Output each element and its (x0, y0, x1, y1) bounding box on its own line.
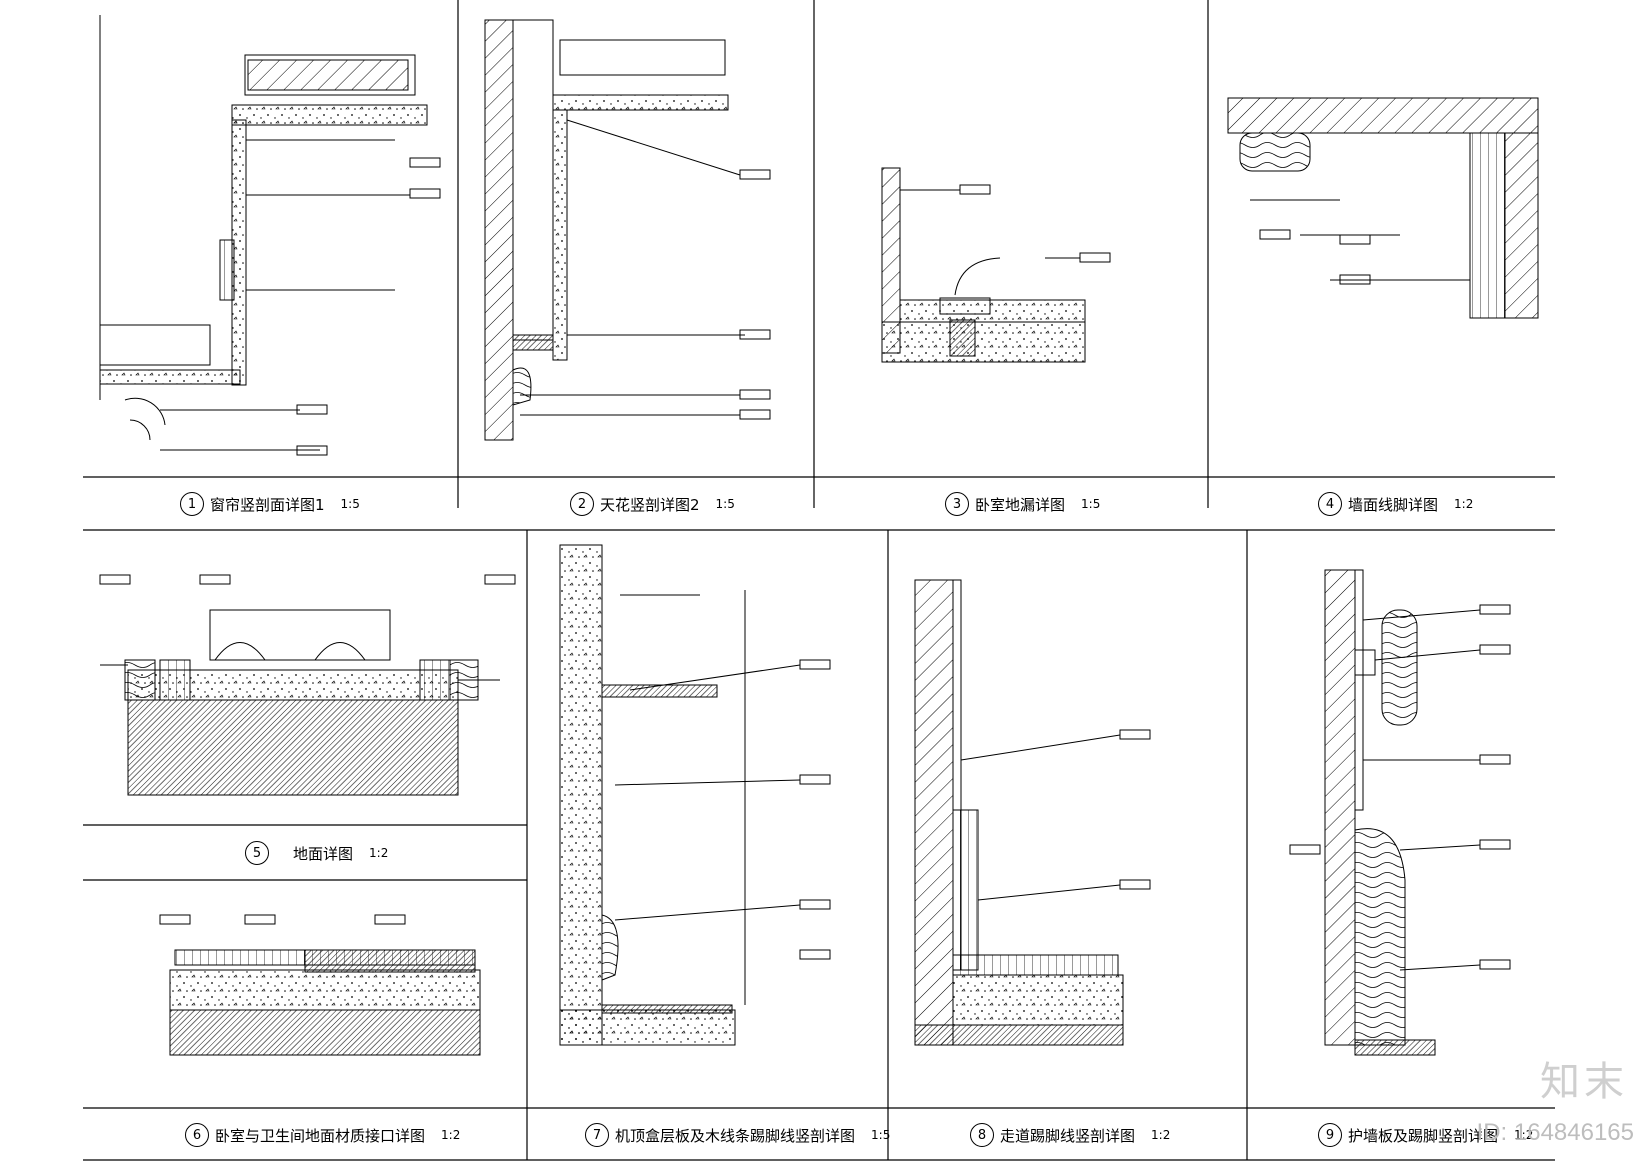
detail-1-drawing (99, 15, 441, 456)
watermark-logo: 知末 (1540, 1059, 1628, 1105)
detail-4-drawing (1227, 97, 1539, 319)
caption-title: 天花竖剖详图2 (600, 495, 700, 514)
detail-7-drawing (559, 544, 831, 1046)
caption-number: 3 (945, 492, 969, 516)
detail-8-drawing (914, 579, 1151, 1046)
caption-detail-5: 5 地面详图 1:2 (245, 841, 388, 865)
caption-detail-9: 9 护墙板及踢脚竖剖详图 1:2 (1318, 1123, 1533, 1147)
caption-detail-6: 6 卧室与卫生间地面材质接口详图 1:2 (185, 1123, 460, 1147)
caption-detail-1: 1 窗帘竖剖面详图1 1:5 (180, 492, 360, 516)
caption-number: 1 (180, 492, 204, 516)
caption-scale: 1:5 (340, 497, 360, 511)
caption-number: 8 (970, 1123, 994, 1147)
caption-detail-7: 7 机顶盒层板及木线条踢脚线竖剖详图 1:5 (585, 1123, 890, 1147)
caption-title: 卧室地漏详图 (975, 495, 1066, 514)
caption-detail-8: 8 走道踢脚线竖剖详图 1:2 (970, 1123, 1170, 1147)
caption-scale: 1:2 (1514, 1128, 1534, 1142)
caption-title: 走道踢脚线竖剖详图 (1000, 1126, 1136, 1145)
caption-number: 6 (185, 1123, 209, 1147)
caption-number: 9 (1318, 1123, 1342, 1147)
caption-scale: 1:5 (1081, 497, 1101, 511)
detail-5-drawing (99, 574, 516, 796)
caption-detail-3: 3 卧室地漏详图 1:5 (945, 492, 1100, 516)
caption-scale: 1:2 (441, 1128, 461, 1142)
caption-scale: 1:2 (1151, 1128, 1171, 1142)
caption-number: 4 (1318, 492, 1342, 516)
caption-title: 墙面线脚详图 (1348, 495, 1439, 514)
caption-title: 卧室与卫生间地面材质接口详图 (215, 1126, 426, 1145)
caption-title: 地面详图 (293, 844, 354, 863)
caption-title: 机顶盒层板及木线条踢脚线竖剖详图 (615, 1126, 856, 1145)
watermark-id: ID: 164846165 (1476, 1119, 1634, 1146)
caption-scale: 1:5 (871, 1128, 891, 1142)
caption-number: 5 (245, 841, 269, 865)
detail-3-drawing (881, 167, 1111, 363)
caption-title: 护墙板及踢脚竖剖详图 (1348, 1126, 1499, 1145)
detail-2-drawing (484, 19, 771, 441)
caption-number: 2 (570, 492, 594, 516)
caption-detail-4: 4 墙面线脚详图 1:2 (1318, 492, 1473, 516)
caption-title: 窗帘竖剖面详图1 (210, 495, 325, 514)
sheet-frame (83, 0, 1555, 1161)
detail-9-drawing (1289, 569, 1511, 1056)
detail-6-drawing (159, 914, 481, 1056)
caption-detail-2: 2 天花竖剖详图2 1:5 (570, 492, 735, 516)
caption-scale: 1:2 (369, 846, 389, 860)
caption-scale: 1:2 (1454, 497, 1474, 511)
caption-number: 7 (585, 1123, 609, 1147)
caption-scale: 1:5 (715, 497, 735, 511)
